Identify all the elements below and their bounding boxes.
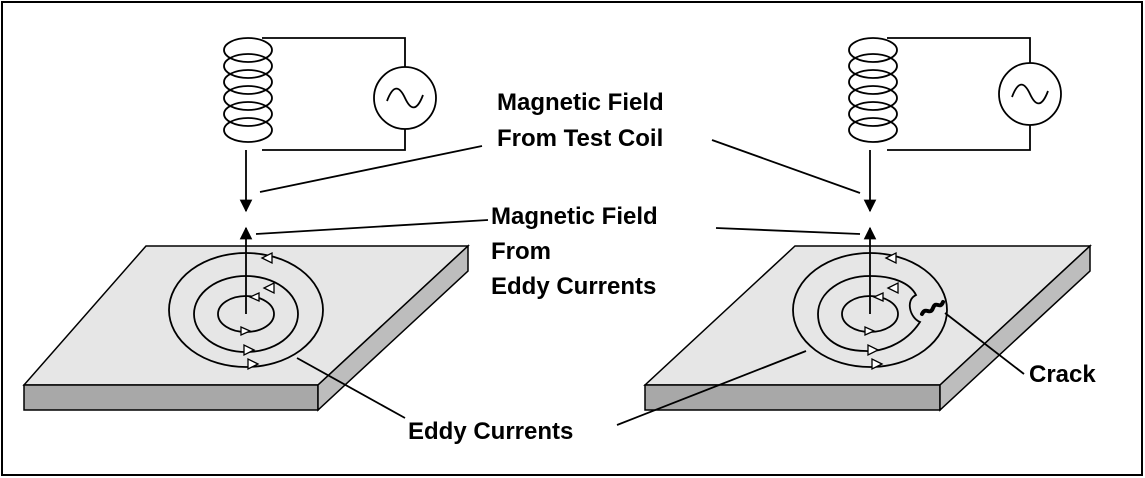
label-field-eddy-line3: Eddy Currents: [491, 273, 656, 300]
label-field-test-coil-line1: Magnetic Field: [497, 89, 664, 116]
left-ac-source-icon: [373, 66, 437, 130]
right-loop-direction-arrows: [864, 251, 899, 371]
left-test-plate: [22, 244, 470, 412]
label-field-eddy-line1: Magnetic Field: [491, 203, 658, 230]
leader-eddy-currents-left: [296, 357, 406, 419]
right-test-coil: [848, 37, 898, 143]
right-circuit-wires: [887, 37, 1031, 151]
label-field-eddy-line2: From: [491, 238, 551, 265]
left-test-coil: [223, 37, 273, 143]
leader-coil-field-right: [711, 139, 861, 194]
eddy-loop-middle: [817, 275, 922, 352]
label-field-test-coil-line2: From Test Coil: [497, 125, 663, 152]
left-loop-direction-arrows: [240, 251, 275, 371]
right-assembly: [643, 37, 1092, 412]
crack-icon: [920, 300, 945, 316]
label-eddy-currents: Eddy Currents: [408, 418, 573, 445]
label-crack: Crack: [1029, 361, 1096, 388]
leader-eddy-field-left: [255, 219, 489, 235]
leader-coil-field-left: [259, 145, 483, 193]
leader-eddy-field-right: [715, 227, 861, 235]
right-ac-source-icon: [998, 62, 1062, 126]
right-test-plate: [643, 244, 1092, 412]
leader-eddy-currents-right: [616, 350, 807, 426]
leader-crack: [944, 312, 1025, 375]
left-assembly: [22, 37, 470, 412]
leader-lines: [255, 139, 1025, 426]
